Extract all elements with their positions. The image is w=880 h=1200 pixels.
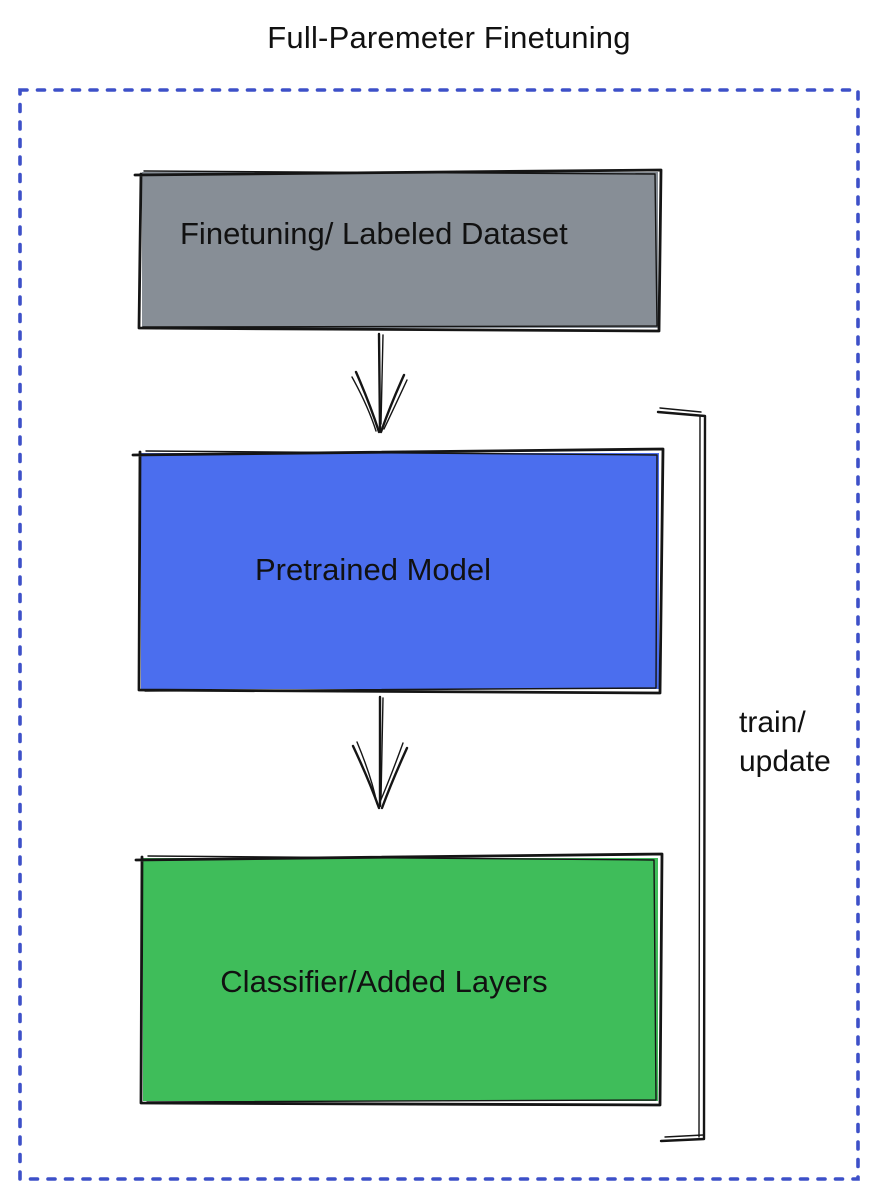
dataset-box-label: Finetuning/ Labeled Dataset	[180, 216, 568, 251]
dataset-box-fill	[142, 172, 658, 328]
classifier-box-border	[134, 852, 664, 1107]
pretrained-model-box-label: Pretrained Model	[255, 552, 491, 587]
classifier-box-label: Classifier/Added Layers	[220, 964, 547, 999]
bracket-label-line1: train/	[739, 706, 806, 739]
diagram-title: Full-Paremeter Finetuning	[267, 20, 630, 55]
classifier-box: Classifier/Added Layers	[134, 852, 664, 1107]
pretrained-model-box-fill	[141, 453, 659, 689]
bracket-label: train/ update	[739, 706, 831, 778]
classifier-box-border-echo	[146, 855, 657, 1103]
dataset-box: Finetuning/ Labeled Dataset	[133, 168, 663, 333]
bracket-label-line2: update	[739, 745, 831, 778]
arrow-down-dataset-to-pretrained	[351, 332, 408, 434]
pretrained-model-box-border-echo	[144, 450, 658, 692]
arrow-down-pretrained-to-classifier	[351, 695, 409, 810]
train-update-bracket	[656, 407, 707, 1143]
pretrained-model-box: Pretrained Model	[131, 447, 665, 695]
dotted-border-frame	[18, 88, 860, 1181]
pretrained-model-box-border	[131, 447, 665, 695]
dataset-box-border-echo	[142, 170, 658, 328]
classifier-box-fill	[143, 858, 658, 1101]
dataset-box-border	[133, 168, 663, 333]
